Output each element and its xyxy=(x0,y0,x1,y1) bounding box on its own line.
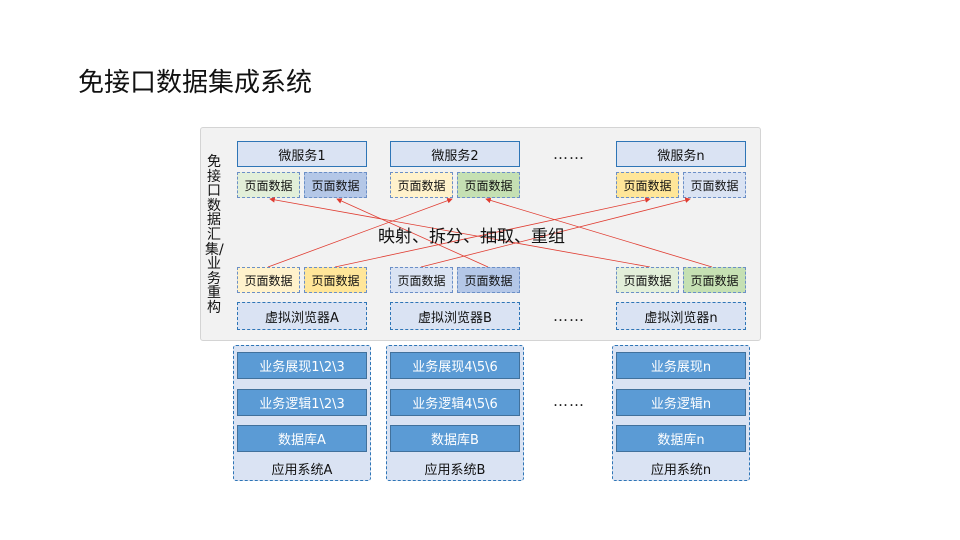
browser-n-page-data-2: 页面数据 xyxy=(683,267,746,293)
app-b-label: 应用系统B xyxy=(424,463,486,478)
mapping-operations-label: 映射、拆分、抽取、重组 xyxy=(378,227,565,247)
microservice-2-page-data-2: 页面数据 xyxy=(457,172,520,198)
ellipsis-microservices: …… xyxy=(553,145,585,163)
mapping-arrow xyxy=(485,197,713,268)
browser-b-page-data-1: 页面数据 xyxy=(390,267,453,293)
microservice-1-box: 微服务1 xyxy=(237,141,367,167)
app-a-logic-layer: 业务逻辑1\2\3 xyxy=(237,389,367,416)
ellipsis-apps: …… xyxy=(553,392,585,410)
app-n-display-layer: 业务展现n xyxy=(616,352,746,379)
mapping-arrow xyxy=(267,198,453,268)
microservice-n-page-data-2: 页面数据 xyxy=(683,172,746,198)
app-n-label: 应用系统n xyxy=(650,463,712,478)
browser-b-page-data-2: 页面数据 xyxy=(457,267,520,293)
ellipsis-browsers: …… xyxy=(553,307,585,325)
microservice-n-box: 微服务n xyxy=(616,141,746,167)
page-title: 免接口数据集成系统 xyxy=(78,68,313,98)
panel-vertical-label: 免接口数据汇集/业务重构 xyxy=(205,154,224,316)
browser-a-page-data-2: 页面数据 xyxy=(304,267,367,293)
virtual-browser-n-box: 虚拟浏览器n xyxy=(616,302,746,330)
app-b-database: 数据库B xyxy=(390,425,520,452)
microservice-1-page-data-1: 页面数据 xyxy=(237,172,300,198)
app-n-database: 数据库n xyxy=(616,425,746,452)
virtual-browser-b-box: 虚拟浏览器B xyxy=(390,302,520,330)
microservice-2-page-data-1: 页面数据 xyxy=(390,172,453,198)
app-a-display-layer: 业务展现1\2\3 xyxy=(237,352,367,379)
microservice-n-page-data-1: 页面数据 xyxy=(616,172,679,198)
app-a-label: 应用系统A xyxy=(271,463,333,478)
app-b-logic-layer: 业务逻辑4\5\6 xyxy=(390,389,520,416)
app-n-logic-layer: 业务逻辑n xyxy=(616,389,746,416)
mapping-arrow xyxy=(336,198,489,268)
mapping-arrow xyxy=(420,197,691,268)
microservice-2-box: 微服务2 xyxy=(390,141,520,167)
mapping-arrow xyxy=(269,197,651,268)
app-b-display-layer: 业务展现4\5\6 xyxy=(390,352,520,379)
browser-a-page-data-1: 页面数据 xyxy=(237,267,300,293)
virtual-browser-a-box: 虚拟浏览器A xyxy=(237,302,367,330)
browser-n-page-data-1: 页面数据 xyxy=(616,267,679,293)
microservice-1-page-data-2: 页面数据 xyxy=(304,172,367,198)
app-a-database: 数据库A xyxy=(237,425,367,452)
mapping-arrow xyxy=(334,197,651,268)
